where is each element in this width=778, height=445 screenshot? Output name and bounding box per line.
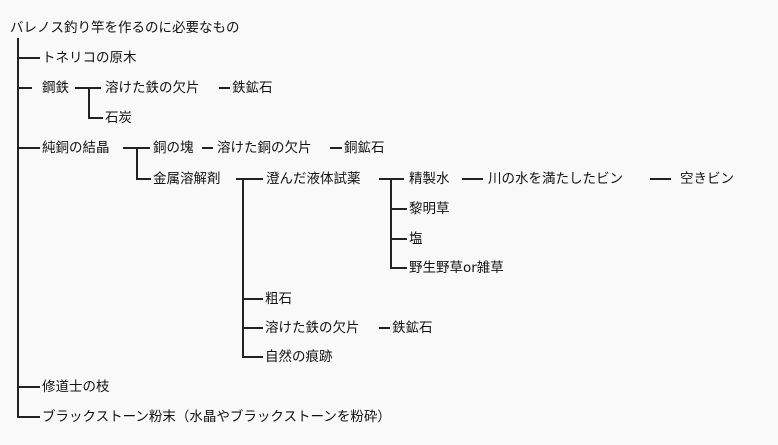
node-iron-ore: 鉄鉱石	[232, 80, 273, 96]
node-iron-ore-2: 鉄鉱石	[392, 320, 433, 336]
connector	[18, 147, 40, 149]
node-coal: 石炭	[105, 110, 132, 126]
connector	[390, 208, 407, 210]
connector	[462, 178, 483, 180]
node-salt: 塩	[409, 231, 423, 247]
node-rough-stone: 粗石	[265, 291, 292, 307]
node-purified-water: 精製水	[409, 171, 450, 187]
node-bottle-of-river-water: 川の水を満たしたビン	[488, 171, 623, 187]
node-molten-copper-shard: 溶けた銅の欠片	[217, 140, 312, 156]
connector	[379, 327, 390, 329]
node-clear-liquid-reagent: 澄んだ液体試薬	[266, 171, 361, 187]
connector	[242, 298, 263, 300]
node-blackstone-powder: ブラックストーン粉末（水晶やブラックストーンを粉砕）	[42, 409, 391, 425]
node-wild-grass: 野生野草or雑草	[409, 260, 504, 276]
node-metal-solvent: 金属溶解剤	[153, 171, 221, 187]
node-copper-ore: 銅鉱石	[344, 140, 385, 156]
node-trace-of-nature: 自然の痕跡	[265, 349, 333, 365]
connector	[88, 117, 103, 119]
node-molten-iron-shard: 溶けた鉄の欠片	[105, 80, 200, 96]
node-empty-bottle: 空きビン	[680, 171, 734, 187]
connector	[330, 147, 342, 149]
connector	[18, 386, 40, 388]
connector	[18, 416, 40, 418]
node-daybreak-grass: 黎明草	[409, 201, 450, 217]
node-ash-wood: トネリコの原木	[42, 50, 137, 66]
node-monk-branch: 修道士の枝	[42, 379, 110, 395]
connector	[202, 147, 213, 149]
connector	[390, 238, 407, 240]
branch-line	[390, 179, 392, 269]
branch-line	[88, 88, 90, 119]
node-copper-lump: 銅の塊	[153, 140, 194, 156]
connector	[236, 178, 263, 180]
node-pure-copper-crystal: 純銅の結晶	[42, 140, 110, 156]
connector	[390, 267, 407, 269]
node-molten-iron-shard-2: 溶けた鉄の欠片	[265, 320, 360, 336]
connector	[650, 178, 671, 180]
connector	[18, 57, 40, 59]
connector	[136, 178, 151, 180]
connector	[18, 87, 32, 89]
connector	[219, 87, 230, 89]
diagram-title: バレノス釣り竿を作るのに必要なもの	[10, 20, 240, 36]
branch-line	[242, 179, 244, 358]
connector	[242, 356, 263, 358]
connector	[242, 327, 263, 329]
branch-line	[136, 148, 138, 180]
trunk-line	[17, 38, 19, 418]
node-steel: 鋼鉄	[42, 80, 69, 96]
